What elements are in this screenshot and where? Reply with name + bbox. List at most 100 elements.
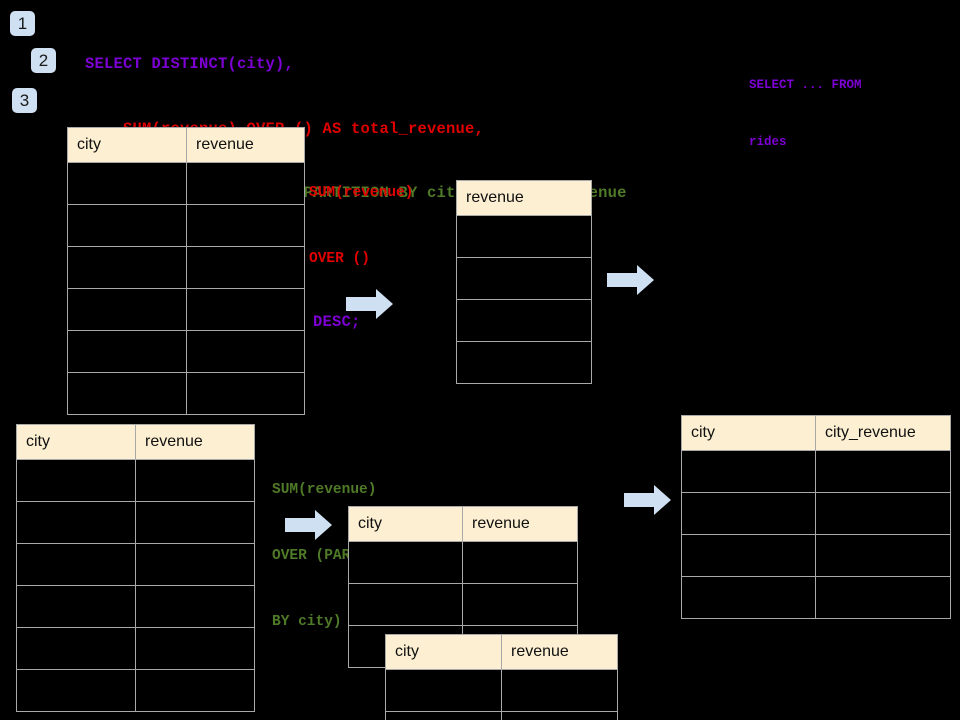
cell-revenue (135, 585, 255, 628)
table-header-row: city revenue (16, 424, 255, 460)
arrow-source-to-partition (285, 509, 333, 546)
table-row (16, 543, 255, 586)
right-arrow-icon (346, 289, 393, 319)
table-row (67, 162, 305, 205)
cell-city (681, 534, 816, 577)
cell-city (67, 330, 187, 373)
table-row (681, 450, 951, 493)
cell-city (16, 543, 136, 586)
cell-revenue (186, 204, 305, 247)
table-header-row: revenue (456, 180, 592, 216)
cell-revenue (456, 257, 592, 300)
table-row (16, 627, 255, 670)
cell-revenue (462, 583, 578, 626)
rides-source-table-bottom: city revenue (16, 424, 255, 712)
cell-revenue (135, 459, 255, 502)
partition-group-table-b: city revenue (385, 634, 618, 720)
cell-revenue (135, 669, 255, 712)
right-arrow-icon (607, 265, 654, 295)
table-row (67, 246, 305, 289)
cell-city (348, 541, 463, 584)
table-row (385, 711, 618, 720)
table-row (67, 372, 305, 415)
cell-city (16, 669, 136, 712)
table-row (456, 299, 592, 342)
cell-city (16, 585, 136, 628)
table-header-row: city revenue (348, 506, 578, 542)
side-note-line-2: rides (749, 135, 787, 149)
cell-city (67, 204, 187, 247)
column-header-revenue: revenue (462, 506, 578, 542)
table-row (67, 288, 305, 331)
table-header-row: city city_revenue (681, 415, 951, 451)
table-row (16, 585, 255, 628)
table-row (67, 204, 305, 247)
cell-revenue (186, 288, 305, 331)
table-row (16, 459, 255, 502)
side-note-line-1: SELECT ... FROM (749, 78, 862, 92)
cell-city (348, 583, 463, 626)
right-arrow-icon (624, 485, 671, 515)
column-header-city: city (348, 506, 463, 542)
table-row (456, 257, 592, 300)
table-row (456, 341, 592, 384)
column-header-city: city (385, 634, 502, 670)
cell-revenue (186, 372, 305, 415)
table-row (348, 583, 578, 626)
arrow-total-to-result (607, 264, 655, 301)
cell-city (67, 372, 187, 415)
column-header-revenue: revenue (501, 634, 618, 670)
cell-city-revenue (815, 450, 951, 493)
column-header-city: city (681, 415, 816, 451)
column-header-city: city (67, 127, 187, 163)
cell-revenue (135, 627, 255, 670)
cell-city (385, 669, 502, 712)
rides-source-table-top: city revenue (67, 127, 305, 415)
cell-city (681, 492, 816, 535)
cell-revenue (456, 341, 592, 384)
total-revenue-table: revenue (456, 180, 592, 384)
annotation-sum-over-empty-line-2: OVER () (309, 251, 370, 267)
cell-revenue (456, 299, 592, 342)
column-header-revenue: revenue (135, 424, 255, 460)
cell-city-revenue (815, 534, 951, 577)
cell-city-revenue (815, 492, 951, 535)
cell-revenue (186, 246, 305, 289)
result-table: city city_revenue (681, 415, 951, 619)
cell-city (681, 450, 816, 493)
annotation-sum-over-partition-line-3: BY city) (272, 614, 342, 630)
cell-revenue (462, 541, 578, 584)
column-header-city-revenue: city_revenue (815, 415, 951, 451)
cell-city (16, 459, 136, 502)
column-header-revenue: revenue (456, 180, 592, 216)
cell-revenue (186, 162, 305, 205)
table-header-row: city revenue (67, 127, 305, 163)
step-badge-1: 1 (10, 11, 35, 36)
table-row (16, 669, 255, 712)
arrow-partition-to-result (624, 484, 672, 521)
annotation-sum-over-partition: SUM(revenue) OVER (PARTITION BY city) (272, 435, 403, 677)
table-row (385, 669, 618, 712)
annotation-sum-over-empty-line-1: SUM(revenue) (309, 185, 414, 201)
table-row (348, 541, 578, 584)
cell-revenue (135, 543, 255, 586)
cell-city (385, 711, 502, 720)
arrow-source-to-total (346, 288, 394, 325)
cell-revenue (186, 330, 305, 373)
right-arrow-icon (285, 510, 332, 540)
side-note-select-from: SELECT ... FROM rides (749, 38, 862, 190)
annotation-sum-over-empty: SUM(revenue) OVER () (309, 138, 413, 314)
cell-revenue (501, 711, 618, 720)
cell-city (16, 627, 136, 670)
table-row (16, 501, 255, 544)
step-badge-2: 2 (31, 48, 56, 73)
cell-city (681, 576, 816, 619)
sql-line-1: SELECT DISTINCT(city), (85, 55, 295, 73)
cell-city (67, 288, 187, 331)
table-row (681, 576, 951, 619)
cell-city-revenue (815, 576, 951, 619)
table-row (456, 215, 592, 258)
column-header-revenue: revenue (186, 127, 305, 163)
table-row (681, 492, 951, 535)
